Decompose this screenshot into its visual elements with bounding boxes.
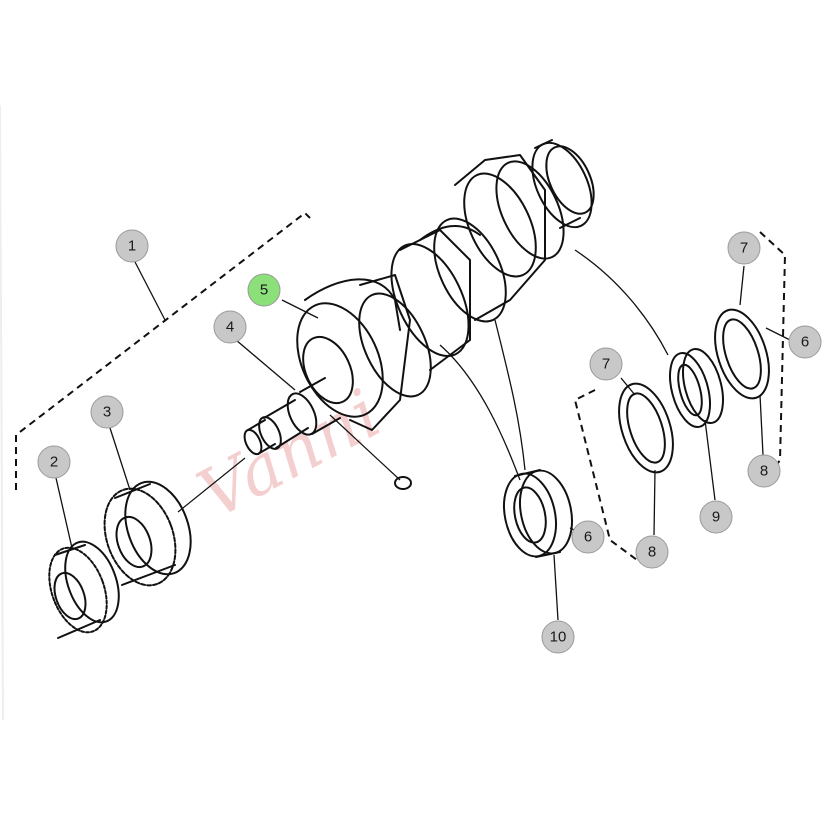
thrust-bearing — [669, 348, 724, 428]
callout-8-left: 8 — [635, 535, 669, 569]
main-bearing — [503, 469, 573, 558]
callout-5-circle — [247, 273, 281, 307]
callout-6-center: 6 — [571, 520, 605, 554]
callout-6-right: 6 — [788, 325, 822, 359]
callout-1-circle — [115, 229, 149, 263]
callout-3: 3 — [90, 395, 124, 429]
callout-7-left-label: 7 — [602, 356, 610, 373]
gear-large — [103, 480, 192, 587]
callout-10-label: 10 — [550, 629, 567, 646]
callout-1-label: 1 — [128, 238, 136, 255]
gear-small — [48, 540, 120, 639]
callout-9: 9 — [699, 500, 733, 534]
callout-6-right-circle — [788, 325, 822, 359]
callout-9-label: 9 — [712, 509, 720, 526]
thrust-washer-right — [714, 308, 770, 400]
callout-3-label: 3 — [103, 404, 111, 421]
callout-8-left-label: 8 — [648, 544, 656, 561]
callout-3-circle — [90, 395, 124, 429]
callout-8-right-circle — [747, 454, 781, 488]
group-bracket-6-left — [573, 389, 638, 561]
callout-8-right: 8 — [747, 454, 781, 488]
callout-7-right: 7 — [727, 231, 761, 265]
callout-10-circle — [541, 620, 575, 654]
callout-4-label: 4 — [226, 319, 234, 336]
callout-1: 1 — [115, 229, 149, 263]
callout-2: 2 — [37, 445, 71, 479]
callout-5-label: 5 — [260, 282, 268, 299]
callout-7-left: 7 — [589, 347, 623, 381]
callout-6-right-label: 6 — [801, 334, 809, 351]
callout-8-left-circle — [635, 535, 669, 569]
callout-6-center-label: 6 — [584, 529, 592, 546]
callout-8-right-label: 8 — [760, 463, 768, 480]
group-bracket-1 — [15, 211, 311, 490]
callout-2-circle — [37, 445, 71, 479]
callout-10: 10 — [541, 620, 575, 654]
callout-7-right-label: 7 — [740, 240, 748, 257]
callout-4-circle — [213, 310, 247, 344]
callout-6-center-circle — [571, 520, 605, 554]
crankshaft — [243, 139, 595, 456]
leader-lines — [55, 249, 791, 621]
callout-2-label: 2 — [50, 454, 58, 471]
callout-7-left-circle — [589, 347, 623, 381]
callout-5: 5 — [247, 273, 281, 307]
callout-7-right-circle — [727, 231, 761, 265]
thrust-washer-left — [618, 382, 674, 474]
dowel-pin — [329, 414, 412, 490]
group-bracket-6-right — [759, 231, 787, 476]
callout-4: 4 — [213, 310, 247, 344]
callout-9-circle — [699, 500, 733, 534]
